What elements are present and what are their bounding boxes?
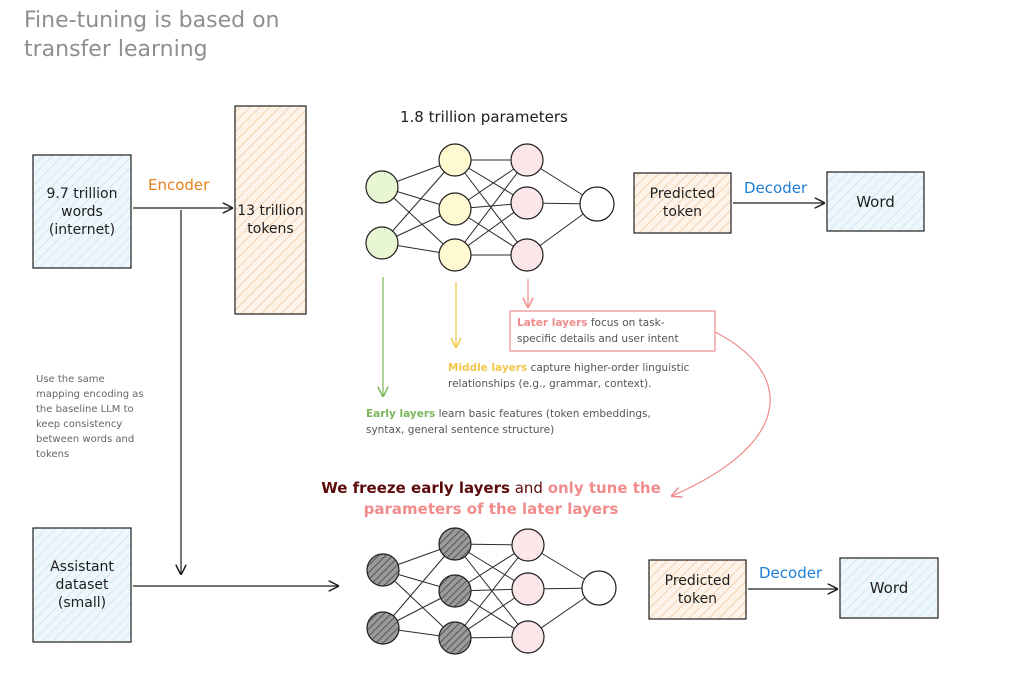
side-note-line-2: mapping encoding as bbox=[36, 389, 144, 400]
diagram-title: Fine-tuning is based on transfer learnin… bbox=[24, 6, 279, 64]
bottom-network-node-layer3-1 bbox=[511, 528, 545, 562]
freeze-statement: We freeze early layers and only tune the… bbox=[296, 478, 686, 520]
dataset-label: Assistant dataset (small) bbox=[33, 528, 131, 642]
dataset-line-1: Assistant bbox=[50, 559, 114, 575]
early-layers-text-1: learn basic features (token embeddings, bbox=[435, 408, 651, 420]
source-label: 9.7 trillion words (internet) bbox=[33, 155, 131, 268]
title-line-1: Fine-tuning is based on bbox=[24, 8, 280, 33]
later-layers-highlight: Later layers bbox=[517, 317, 588, 329]
bottom-network-node-layer1-2 bbox=[366, 611, 400, 645]
bottom-word-label: Word bbox=[869, 579, 909, 597]
side-note-line-1: Use the same bbox=[36, 374, 105, 385]
bottom-predicted-line-1: Predicted bbox=[664, 572, 731, 589]
early-layers-highlight: Early layers bbox=[366, 408, 436, 420]
top-network-node-layer3-3 bbox=[510, 238, 544, 272]
bottom-network-node-layer2-3 bbox=[438, 621, 472, 655]
word-label: Word bbox=[856, 192, 895, 211]
dataset-line-3: (small) bbox=[57, 595, 107, 611]
early-layers-annotation: Early layers learn basic features (token… bbox=[366, 406, 651, 438]
top-network-connection bbox=[454, 159, 528, 256]
top-network-node-layer2-2 bbox=[438, 192, 472, 226]
bottom-network-connection bbox=[454, 544, 529, 639]
later-layers-text-2: specific details and user intent bbox=[517, 333, 679, 345]
side-note-line-4: keep consistency bbox=[36, 419, 123, 430]
bottom-decoder-label: Decoder bbox=[759, 564, 823, 582]
bottom-predicted-line-2: token bbox=[677, 590, 718, 607]
side-note-line-3: the baseline LLM to bbox=[36, 404, 134, 415]
side-note: Use the same mapping encoding as the bas… bbox=[36, 372, 186, 462]
top-neural-network bbox=[365, 143, 615, 272]
middle-layers-highlight: Middle layers bbox=[448, 362, 528, 374]
tokens-line-2: tokens bbox=[247, 221, 294, 237]
top-network-node-layer1-2 bbox=[365, 226, 399, 260]
predicted-line-2: token bbox=[662, 204, 703, 220]
source-line-3: (internet) bbox=[48, 221, 116, 238]
side-note-line-6: tokens bbox=[36, 449, 70, 460]
freeze-part-1: We freeze early layers bbox=[321, 479, 510, 497]
tokens-label: 13 trillion tokens bbox=[235, 106, 306, 314]
source-line-2: words bbox=[61, 203, 103, 220]
source-line-1: 9.7 trillion bbox=[46, 185, 118, 202]
predicted-token-label: Predicted token bbox=[634, 173, 731, 233]
predicted-token-box bbox=[633, 172, 732, 234]
bottom-predicted-token-box bbox=[648, 559, 747, 620]
middle-layers-text-2: relationships (e.g., grammar, context). bbox=[448, 378, 652, 390]
top-network-connection bbox=[381, 186, 456, 256]
bottom-network-node-layer3-3 bbox=[511, 620, 545, 654]
bottom-network-node-layer4-1 bbox=[581, 570, 617, 606]
dataset-line-2: dataset bbox=[55, 577, 109, 593]
bottom-word-box bbox=[839, 557, 939, 619]
tokens-line-1: 13 trillion bbox=[237, 203, 304, 219]
word-box bbox=[826, 171, 925, 232]
bottom-network-connection bbox=[382, 543, 456, 629]
middle-layers-annotation: Middle layers capture higher-order lingu… bbox=[448, 360, 689, 392]
bottom-network-node-layer2-1 bbox=[438, 527, 472, 561]
top-network-node-layer3-1 bbox=[510, 143, 544, 177]
parameters-label: 1.8 trillion parameters bbox=[400, 108, 568, 126]
top-network-node-layer3-2 bbox=[510, 186, 544, 220]
top-network-node-layer1-1 bbox=[365, 170, 399, 204]
title-line-2: transfer learning bbox=[24, 37, 208, 62]
bottom-network-node-layer1-1 bbox=[366, 553, 400, 587]
bottom-network-node-layer2-2 bbox=[438, 574, 472, 608]
bottom-network-node-layer3-2 bbox=[511, 572, 545, 606]
predicted-line-1: Predicted bbox=[649, 186, 716, 202]
decoder-label: Decoder bbox=[744, 179, 808, 197]
freeze-part-4: parameters of the later layers bbox=[363, 500, 619, 518]
bottom-predicted-token-label: Predicted token bbox=[649, 560, 746, 619]
bottom-neural-network bbox=[366, 527, 617, 655]
early-layers-text-2: syntax, general sentence structure) bbox=[366, 424, 555, 436]
later-layers-text-1: focus on task- bbox=[587, 317, 665, 329]
tokens-box bbox=[234, 105, 307, 315]
later-to-freeze-arrow bbox=[672, 331, 771, 496]
later-layers-annotation: Later layers focus on task- specific det… bbox=[517, 315, 679, 347]
top-network-node-layer2-3 bbox=[438, 238, 472, 272]
later-layers-box bbox=[509, 310, 716, 352]
freeze-part-3: only tune the bbox=[547, 479, 661, 497]
freeze-part-2: and bbox=[509, 479, 548, 497]
top-network-node-layer2-1 bbox=[438, 143, 472, 177]
encoder-label: Encoder bbox=[148, 176, 210, 194]
source-box bbox=[32, 154, 132, 269]
top-network-connection bbox=[381, 159, 456, 244]
dataset-box bbox=[32, 527, 132, 643]
side-note-line-5: between words and bbox=[36, 434, 135, 445]
top-network-node-layer4-1 bbox=[579, 186, 615, 222]
middle-layers-text-1: capture higher-order linguistic bbox=[527, 362, 690, 374]
